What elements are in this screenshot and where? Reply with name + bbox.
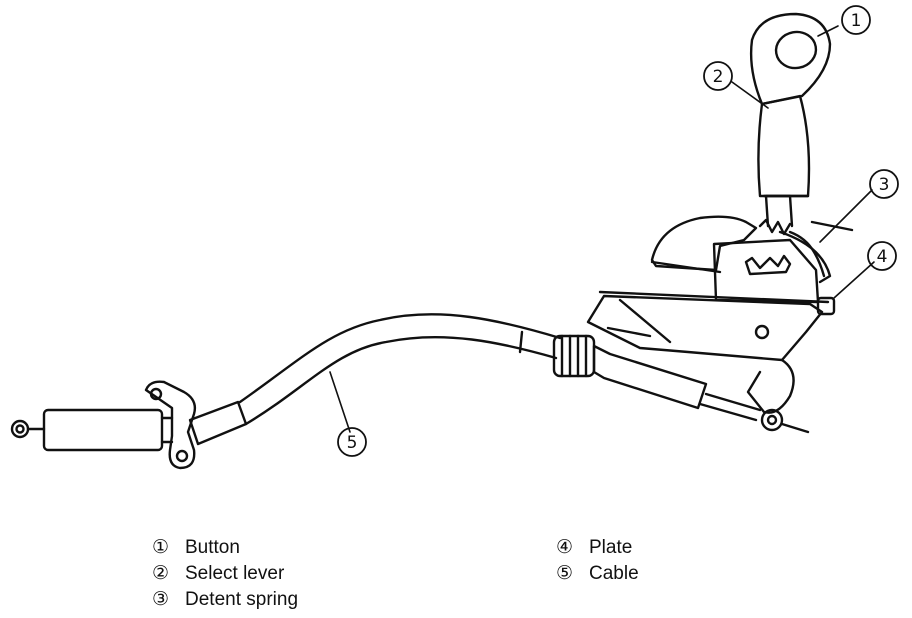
legend-number: ③	[152, 589, 170, 610]
leader-lines	[329, 25, 875, 433]
callout-5: 5	[347, 433, 358, 453]
callout-circles	[337, 5, 899, 457]
button	[749, 12, 832, 106]
cable	[238, 313, 562, 426]
lever-cover	[650, 215, 854, 284]
legend-label: Select lever	[185, 563, 285, 584]
legend-number: ②	[152, 563, 170, 584]
detent-spring	[758, 218, 826, 278]
legend-right: ④ Plate ⑤ Cable	[556, 535, 639, 587]
legend-item-detent-spring: ③ Detent spring	[152, 587, 298, 613]
legend-label: Detent spring	[185, 589, 299, 610]
legend-label: Plate	[589, 537, 633, 558]
cable-ferrule	[188, 400, 248, 446]
legend-label: Button	[185, 537, 240, 558]
shifter-housing	[586, 294, 824, 434]
callout-3: 3	[879, 175, 890, 195]
cable-adjuster	[552, 334, 762, 422]
callout-1: 1	[851, 11, 862, 31]
legend-item-cable: ⑤ Cable	[556, 561, 639, 587]
legend-item-button: ① Button	[152, 535, 298, 561]
legend-left: ① Button ② Select lever ③ Detent spring	[152, 535, 298, 613]
plate	[598, 238, 836, 316]
legend-label: Cable	[589, 563, 639, 584]
select-lever	[757, 94, 811, 228]
legend-number: ④	[556, 537, 574, 558]
cable-bracket	[144, 380, 197, 470]
legend-number: ⑤	[556, 563, 574, 584]
callout-2: 2	[713, 67, 724, 87]
callout-4: 4	[877, 247, 888, 267]
cable-end-rod	[10, 408, 174, 452]
legend-item-select-lever: ② Select lever	[152, 561, 298, 587]
legend-number: ①	[152, 537, 170, 558]
legend-item-plate: ④ Plate	[556, 535, 639, 561]
